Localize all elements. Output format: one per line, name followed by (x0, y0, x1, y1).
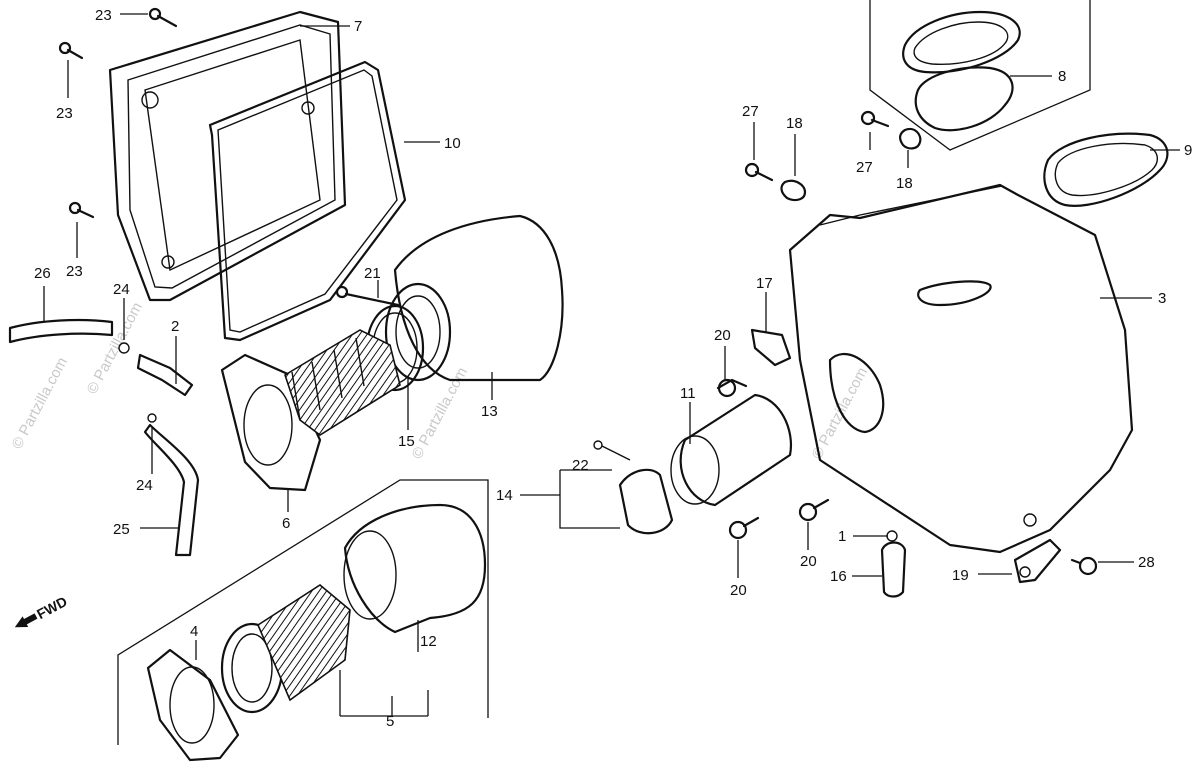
callout-22: 22 (572, 457, 589, 474)
callout-27: 27 (742, 103, 759, 120)
leader-lines (43, 13, 1180, 717)
part-17-bracket (750, 328, 792, 367)
callout-26: 26 (34, 265, 51, 282)
part-14-bracket (520, 469, 620, 529)
callout-23: 23 (66, 263, 83, 280)
callout-18: 18 (896, 175, 913, 192)
part-16-plug (880, 530, 907, 598)
lower-assembly-box (117, 479, 489, 745)
part-5-element (220, 584, 351, 714)
callout-24: 24 (136, 477, 153, 494)
part-3-case (788, 183, 1134, 554)
watermark: © Partzilla.com (84, 300, 146, 397)
part-4-holder (146, 648, 240, 762)
callout-20: 20 (800, 553, 817, 570)
callout-11: 11 (680, 385, 696, 402)
part-12-outer-element (343, 503, 487, 634)
part-21-screw (335, 285, 400, 307)
fwd-arrow: FWD (14, 593, 70, 628)
callout-21: 21 (364, 265, 381, 282)
part-26-hose (8, 318, 114, 344)
part-8-seal (902, 10, 1021, 132)
arrow-icon (14, 613, 38, 628)
callout-6: 6 (282, 515, 290, 532)
part-28-bolt (1070, 556, 1098, 576)
part-7-cover (108, 10, 347, 302)
callout-numbers: 23 23 23 7 10 26 24 2 24 25 21 15 13 6 4… (34, 7, 1192, 730)
callout-17: 17 (756, 275, 773, 292)
part-22-clamp (593, 440, 674, 535)
callout-8: 8 (1058, 68, 1066, 85)
callout-7: 7 (354, 18, 362, 35)
callout-18: 18 (786, 115, 803, 132)
part-19-clip (1013, 538, 1062, 584)
part-25-tube (143, 413, 200, 557)
part-13-filter-element (384, 214, 564, 382)
callout-15: 15 (398, 433, 415, 450)
part-6-element-holder (220, 329, 401, 492)
fwd-label: FWD (34, 593, 70, 622)
callout-16: 16 (830, 568, 847, 585)
callout-14: 14 (496, 487, 513, 504)
callout-1: 1 (838, 528, 846, 545)
part-10-gasket (208, 60, 407, 342)
part-11-connecting-tube (670, 393, 793, 507)
callout-9: 9 (1184, 142, 1192, 159)
watermark: © Partzilla.com (9, 355, 71, 452)
callout-24: 24 (113, 281, 130, 298)
callout-20: 20 (714, 327, 731, 344)
callout-25: 25 (113, 521, 130, 538)
callout-4: 4 (190, 623, 198, 640)
callout-10: 10 (444, 135, 461, 152)
callout-2: 2 (171, 318, 179, 335)
callout-12: 12 (420, 633, 437, 650)
part-18-grommets (780, 127, 922, 202)
part-9-seal (1043, 132, 1169, 207)
callout-23: 23 (56, 105, 73, 122)
part-20-bolts (716, 378, 830, 540)
callout-19: 19 (952, 567, 969, 584)
part-8-box (869, 0, 1091, 151)
callout-13: 13 (481, 403, 498, 420)
callout-3: 3 (1158, 290, 1166, 307)
callout-20: 20 (730, 582, 747, 599)
part-2-drain-plug (118, 342, 194, 397)
part-27-bolts (744, 110, 890, 182)
callout-27: 27 (856, 159, 873, 176)
callout-28: 28 (1138, 554, 1155, 571)
callout-23: 23 (95, 7, 112, 24)
part-23-bolts (58, 7, 178, 219)
callout-5: 5 (386, 713, 394, 730)
